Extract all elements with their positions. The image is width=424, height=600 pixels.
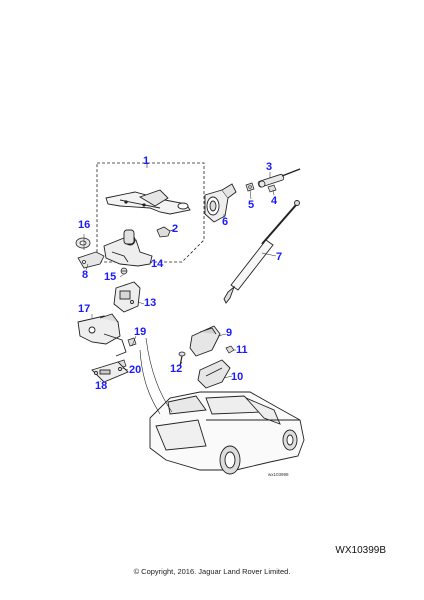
gas-strut-7 [223,200,300,304]
callout-2: 2 [172,223,179,235]
clip-5 [245,182,255,192]
figure-reference: WX10399B [335,545,386,556]
cover-9 [189,325,221,357]
screw-15 [120,267,128,275]
callout-4: 4 [271,195,278,207]
cover-10 [197,359,231,389]
callout-15: 15 [104,271,117,283]
nut-11 [225,345,235,354]
screw-12 [178,351,186,367]
copyright-notice: © Copyright, 2016. Jaguar Land Rover Lim… [133,567,291,576]
callout-7: 7 [276,251,283,263]
vehicle-illustration [149,391,305,475]
callout-5: 5 [248,199,255,211]
bracket-8 [77,251,105,269]
callout-17: 17 [78,303,91,315]
callout-19: 19 [134,326,147,338]
callout-6: 6 [222,216,229,228]
ball-stud-3 [257,168,301,188]
leader-lines [83,172,277,383]
callout-1: 1 [143,155,150,167]
callout-12: 12 [170,363,183,375]
callout-16: 16 [78,219,91,231]
group-box-1 [96,162,205,263]
pointer-line-1 [145,337,173,413]
hinge-bracket [105,189,191,215]
pointer-line-2 [139,349,161,415]
washer-16 [75,237,91,249]
callout-14: 14 [151,258,164,270]
callout-13: 13 [144,297,157,309]
callout-9: 9 [226,327,233,339]
pin-19 [127,337,137,347]
latch-assembly-14 [103,229,153,267]
inner-figure-reference: wx103998 [268,472,289,477]
strut-mount-6 [204,183,237,223]
callout-10: 10 [231,371,244,383]
callout-8: 8 [82,269,89,281]
callout-20: 20 [129,364,142,376]
switch-18 [91,361,129,383]
callout-11: 11 [236,344,248,356]
callout-3: 3 [266,161,273,173]
actuator-13 [113,281,141,313]
clip-4 [267,184,277,193]
latch-17 [77,313,127,357]
callout-18: 18 [95,380,108,392]
